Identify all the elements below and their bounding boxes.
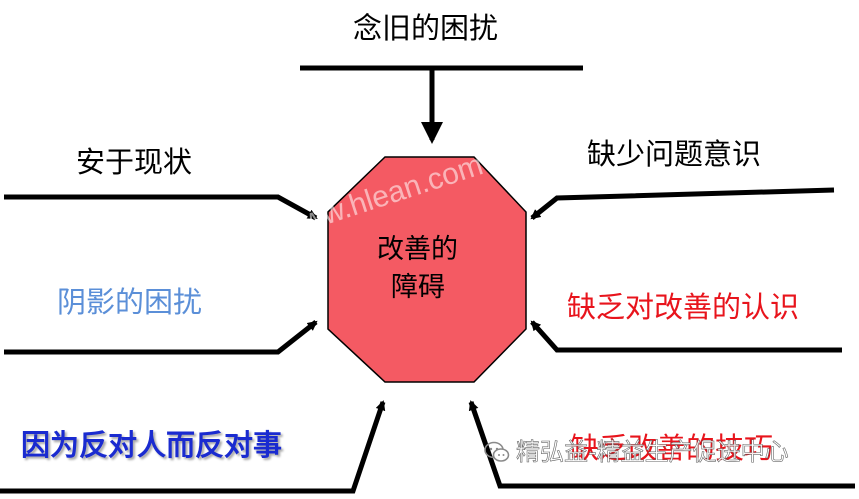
obstacle-right-3-label: 缺乏改善的技巧 [570,431,774,465]
obstacle-right-2-label: 缺乏对改善的认识 [567,290,800,324]
left-2-connector [4,320,318,355]
right-2-connector [530,320,842,353]
left-1-connector [4,194,318,221]
left-3-connector [0,400,386,494]
obstacle-left-1-label: 安于现状 [76,145,193,179]
center-octagon [327,156,527,383]
obstacle-left-3-label: 因为反对人而反对事 [21,428,283,462]
wechat-icon [484,441,510,463]
obstacle-top-label: 念旧的困扰 [353,11,499,45]
brand-watermark: 精弘益-精益生产促进中心 [516,438,789,466]
center-label-line1: 改善的 [377,234,458,265]
right-3-connector [468,400,855,489]
obstacle-left-2-label: 阴影的困扰 [57,285,203,319]
obstacle-right-1-label: 缺少问题意识 [587,137,762,171]
center-label-line2: 障碍 [391,272,445,303]
right-1-connector [530,187,835,220]
